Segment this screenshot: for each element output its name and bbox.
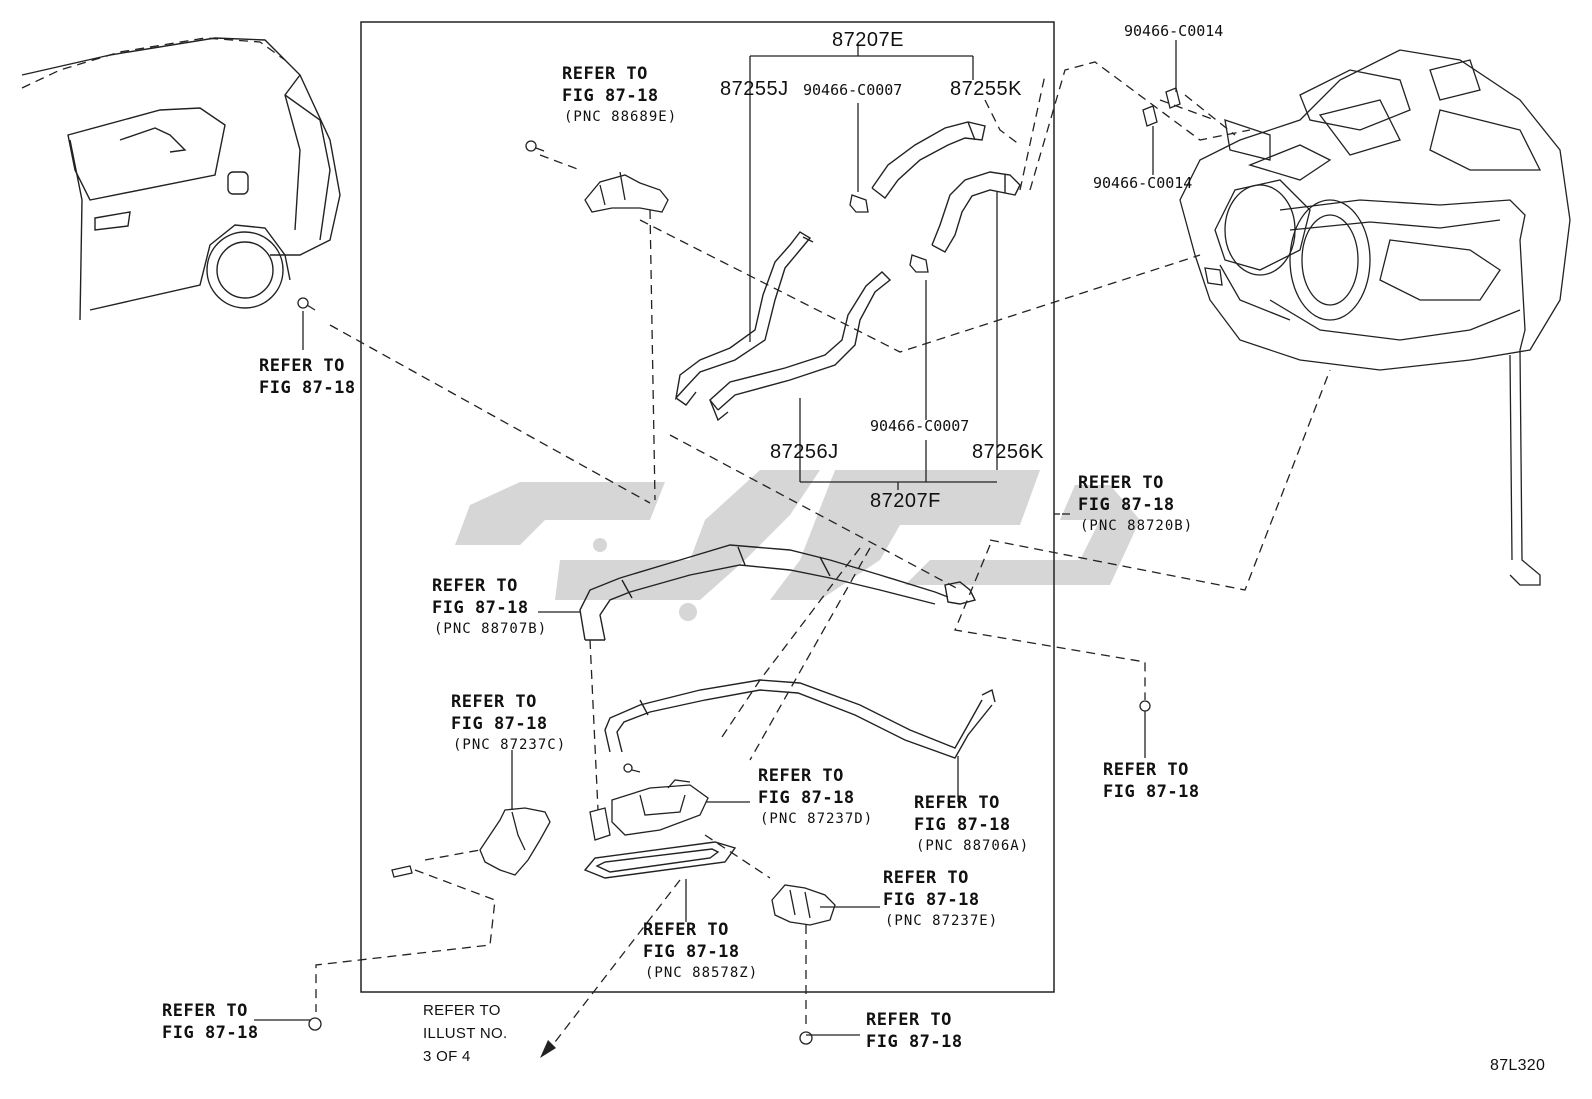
part-90466-C0007-top: 90466-C0007 [803, 81, 903, 99]
hose-87255K [871, 121, 986, 199]
part-87256K: 87256K [972, 441, 1044, 463]
ref-line: REFER TO [562, 64, 648, 84]
ref-line: REFER TO [1078, 473, 1164, 493]
hose-87256J [709, 271, 892, 422]
part-90466-C0014-a: 90466-C0014 [1124, 22, 1224, 40]
ref-line: FIG 87-18 [1103, 782, 1200, 802]
part-87207F: 87207F [870, 490, 941, 512]
hose-87255J [674, 231, 814, 406]
hose-87256K [931, 171, 1021, 253]
seal-88578Z [583, 841, 737, 879]
part-87207E: 87207E [832, 29, 904, 51]
pipe-88706A [604, 679, 996, 759]
ref-line: FIG 87-18 [643, 942, 740, 962]
ref-line: (PNC 88689E) [564, 109, 678, 125]
clamps [849, 87, 1181, 273]
bracket-87237E [771, 884, 836, 926]
ref-line: (PNC 88707B) [434, 621, 548, 637]
illustration-id: 87L320 [1490, 1057, 1546, 1074]
bracket-87237C [391, 807, 551, 878]
ref-line: (PNC 87237D) [760, 811, 874, 827]
ref-line: FIG 87-18 [451, 714, 548, 734]
ref-line: REFER TO [432, 576, 518, 596]
ref-line: REFER TO [423, 1002, 501, 1019]
ref-line: REFER TO [914, 793, 1000, 813]
part-90466-C0007-mid: 90466-C0007 [870, 417, 970, 435]
ref-line: (PNC 88578Z) [645, 965, 759, 981]
fasteners [297, 297, 1151, 1045]
ref-line: (PNC 88706A) [916, 838, 1030, 854]
arrow-down-left-icon [540, 1040, 556, 1058]
pipe-88707B [579, 544, 977, 641]
ref-line: FIG 87-18 [432, 598, 529, 618]
bracket-88689E [525, 140, 669, 213]
ref-line: REFER TO [643, 920, 729, 940]
part-87255J: 87255J [720, 78, 789, 100]
leader-lines [254, 40, 1177, 1036]
part-90466-C0014-b: 90466-C0014 [1093, 174, 1193, 192]
ref-line: FIG 87-18 [914, 815, 1011, 835]
ref-line: (PNC 88720B) [1080, 518, 1194, 534]
ref-line: REFER TO [259, 356, 345, 376]
ref-line: REFER TO [1103, 760, 1189, 780]
ref-line: FIG 87-18 [259, 378, 356, 398]
ref-line: REFER TO [866, 1010, 952, 1030]
ref-line: FIG 87-18 [758, 788, 855, 808]
ref-line: FIG 87-18 [883, 890, 980, 910]
ref-line: 3 OF 4 [423, 1048, 471, 1065]
ref-line: REFER TO [162, 1001, 248, 1021]
watermark-logo [455, 470, 1140, 621]
part-87255K: 87255K [950, 78, 1022, 100]
main-frame [360, 21, 1055, 993]
part-87256J: 87256J [770, 441, 839, 463]
ref-line: FIG 87-18 [162, 1023, 259, 1043]
ref-line: (PNC 87237E) [885, 913, 999, 929]
ref-line: FIG 87-18 [562, 86, 659, 106]
hvac-unit-illustration [1179, 49, 1571, 586]
ref-line: ILLUST NO. [423, 1025, 508, 1042]
ref-line: FIG 87-18 [866, 1032, 963, 1052]
dashed-lines [21, 37, 1331, 1056]
vehicle-illustration [21, 37, 341, 321]
ref-line: REFER TO [451, 692, 537, 712]
ref-line: FIG 87-18 [1078, 495, 1175, 515]
ref-line: REFER TO [758, 766, 844, 786]
ref-line: (PNC 87237C) [453, 737, 567, 753]
ref-line: REFER TO [883, 868, 969, 888]
bracket-87237D [589, 763, 709, 841]
